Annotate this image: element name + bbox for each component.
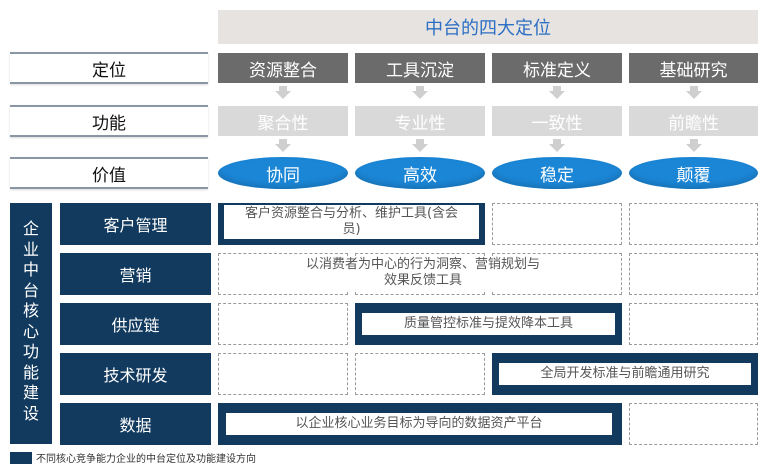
grid-cell (629, 403, 758, 445)
down-arrow-icon (275, 91, 291, 99)
down-arrow-icon (686, 144, 702, 152)
domain-rnd: 技术研发 (60, 353, 211, 395)
positioning-basic-research: 基础研究 (629, 53, 758, 83)
grid-cell (629, 253, 758, 295)
function-forward-looking: 前瞻性 (629, 106, 758, 136)
grid-cell (355, 353, 485, 395)
grid-cell (629, 303, 758, 345)
row-label-value: 价值 (10, 157, 208, 189)
domain-supply-chain: 供应链 (60, 303, 211, 345)
side-label-core-capability: 企业中台核心功能建设 (10, 203, 52, 444)
down-arrow-icon (686, 91, 702, 99)
function-professional: 专业性 (355, 106, 485, 136)
arrow-stem (553, 139, 561, 144)
footer-caption: 不同核心竞争能力企业的中台定位及功能建设方向 (36, 454, 256, 465)
footer-marker (10, 452, 32, 464)
positioning-resource-integration: 资源整合 (218, 53, 348, 83)
row-label-function: 功能 (10, 105, 208, 137)
domain-customer-management: 客户管理 (60, 203, 211, 245)
capability-text-rnd: 全局开发标准与前瞻通用研究 (499, 363, 751, 385)
function-consistency: 一致性 (492, 106, 622, 136)
value-disruption: 颠覆 (629, 157, 758, 189)
row-label-positioning: 定位 (10, 52, 208, 84)
arrow-stem (416, 86, 424, 91)
function-aggregation: 聚合性 (218, 106, 348, 136)
grid-cell (218, 303, 348, 345)
capability-text-marketing: 以消费者为中心的行为洞察、营销规划与效果反馈工具 (298, 256, 548, 290)
arrow-stem (690, 86, 698, 91)
down-arrow-icon (549, 91, 565, 99)
domain-marketing: 营销 (60, 253, 211, 295)
positioning-standard-definition: 标准定义 (492, 53, 622, 83)
capability-text-supply: 质量管控标准与提效降本工具 (362, 313, 615, 335)
grid-cell (492, 203, 622, 245)
value-efficiency: 高效 (355, 157, 485, 189)
down-arrow-icon (412, 144, 428, 152)
arrow-stem (690, 139, 698, 144)
down-arrow-icon (275, 144, 291, 152)
arrow-stem (416, 139, 424, 144)
domain-data: 数据 (60, 403, 211, 445)
grid-cell (218, 353, 348, 395)
arrow-stem (279, 139, 287, 144)
grid-cell (629, 203, 758, 245)
diagram-title: 中台的四大定位 (218, 10, 758, 44)
value-synergy: 协同 (218, 157, 348, 189)
positioning-tool-accumulation: 工具沉淀 (355, 53, 485, 83)
down-arrow-icon (549, 144, 565, 152)
down-arrow-icon (412, 91, 428, 99)
value-stability: 稳定 (492, 157, 622, 189)
capability-text-data: 以企业核心业务目标为导向的数据资产平台 (226, 413, 612, 435)
capability-text-customer: 客户资源整合与分析、维护工具(含会员) (224, 205, 479, 239)
arrow-stem (279, 86, 287, 91)
arrow-stem (553, 86, 561, 91)
